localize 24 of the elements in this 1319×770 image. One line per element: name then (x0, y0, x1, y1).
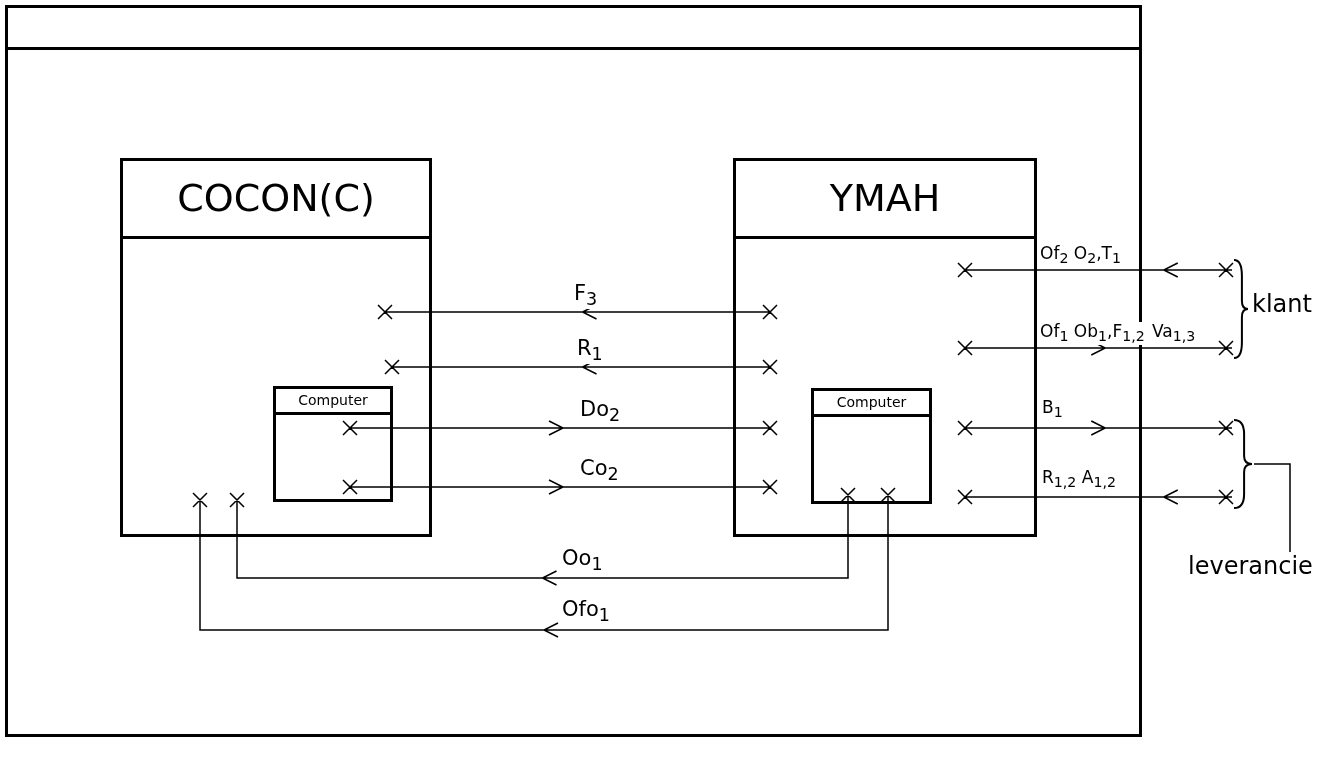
box-title: Computer (297, 392, 369, 409)
box-title: YMAH (828, 176, 942, 221)
party-label: leverancie (1188, 553, 1313, 581)
arrow (377, 304, 778, 320)
system-box (733, 158, 1037, 537)
arrow (192, 487, 896, 638)
flow-label: Va$_{1,3}$ (1150, 322, 1198, 345)
system-box (120, 158, 432, 537)
arrow (957, 340, 1234, 356)
leader-line (1253, 463, 1291, 553)
arrow (342, 420, 778, 436)
arrow (957, 489, 1234, 505)
arrow (342, 479, 778, 495)
arrow (384, 359, 778, 375)
edge-label: R$_{1,2}$ A$_{1,2}$ (1040, 468, 1118, 491)
arrow (957, 420, 1234, 436)
box-title: COCON(C) (176, 176, 376, 221)
box-title: Computer (835, 394, 908, 411)
edge-label: Of$_{1}$ Ob$_{1}$,F$_{1,2}$ (1038, 322, 1147, 345)
computer-box (273, 386, 393, 502)
arrow (957, 262, 1234, 278)
arrow (229, 487, 856, 586)
computer-box (811, 388, 932, 504)
party-label: klant (1252, 291, 1312, 319)
